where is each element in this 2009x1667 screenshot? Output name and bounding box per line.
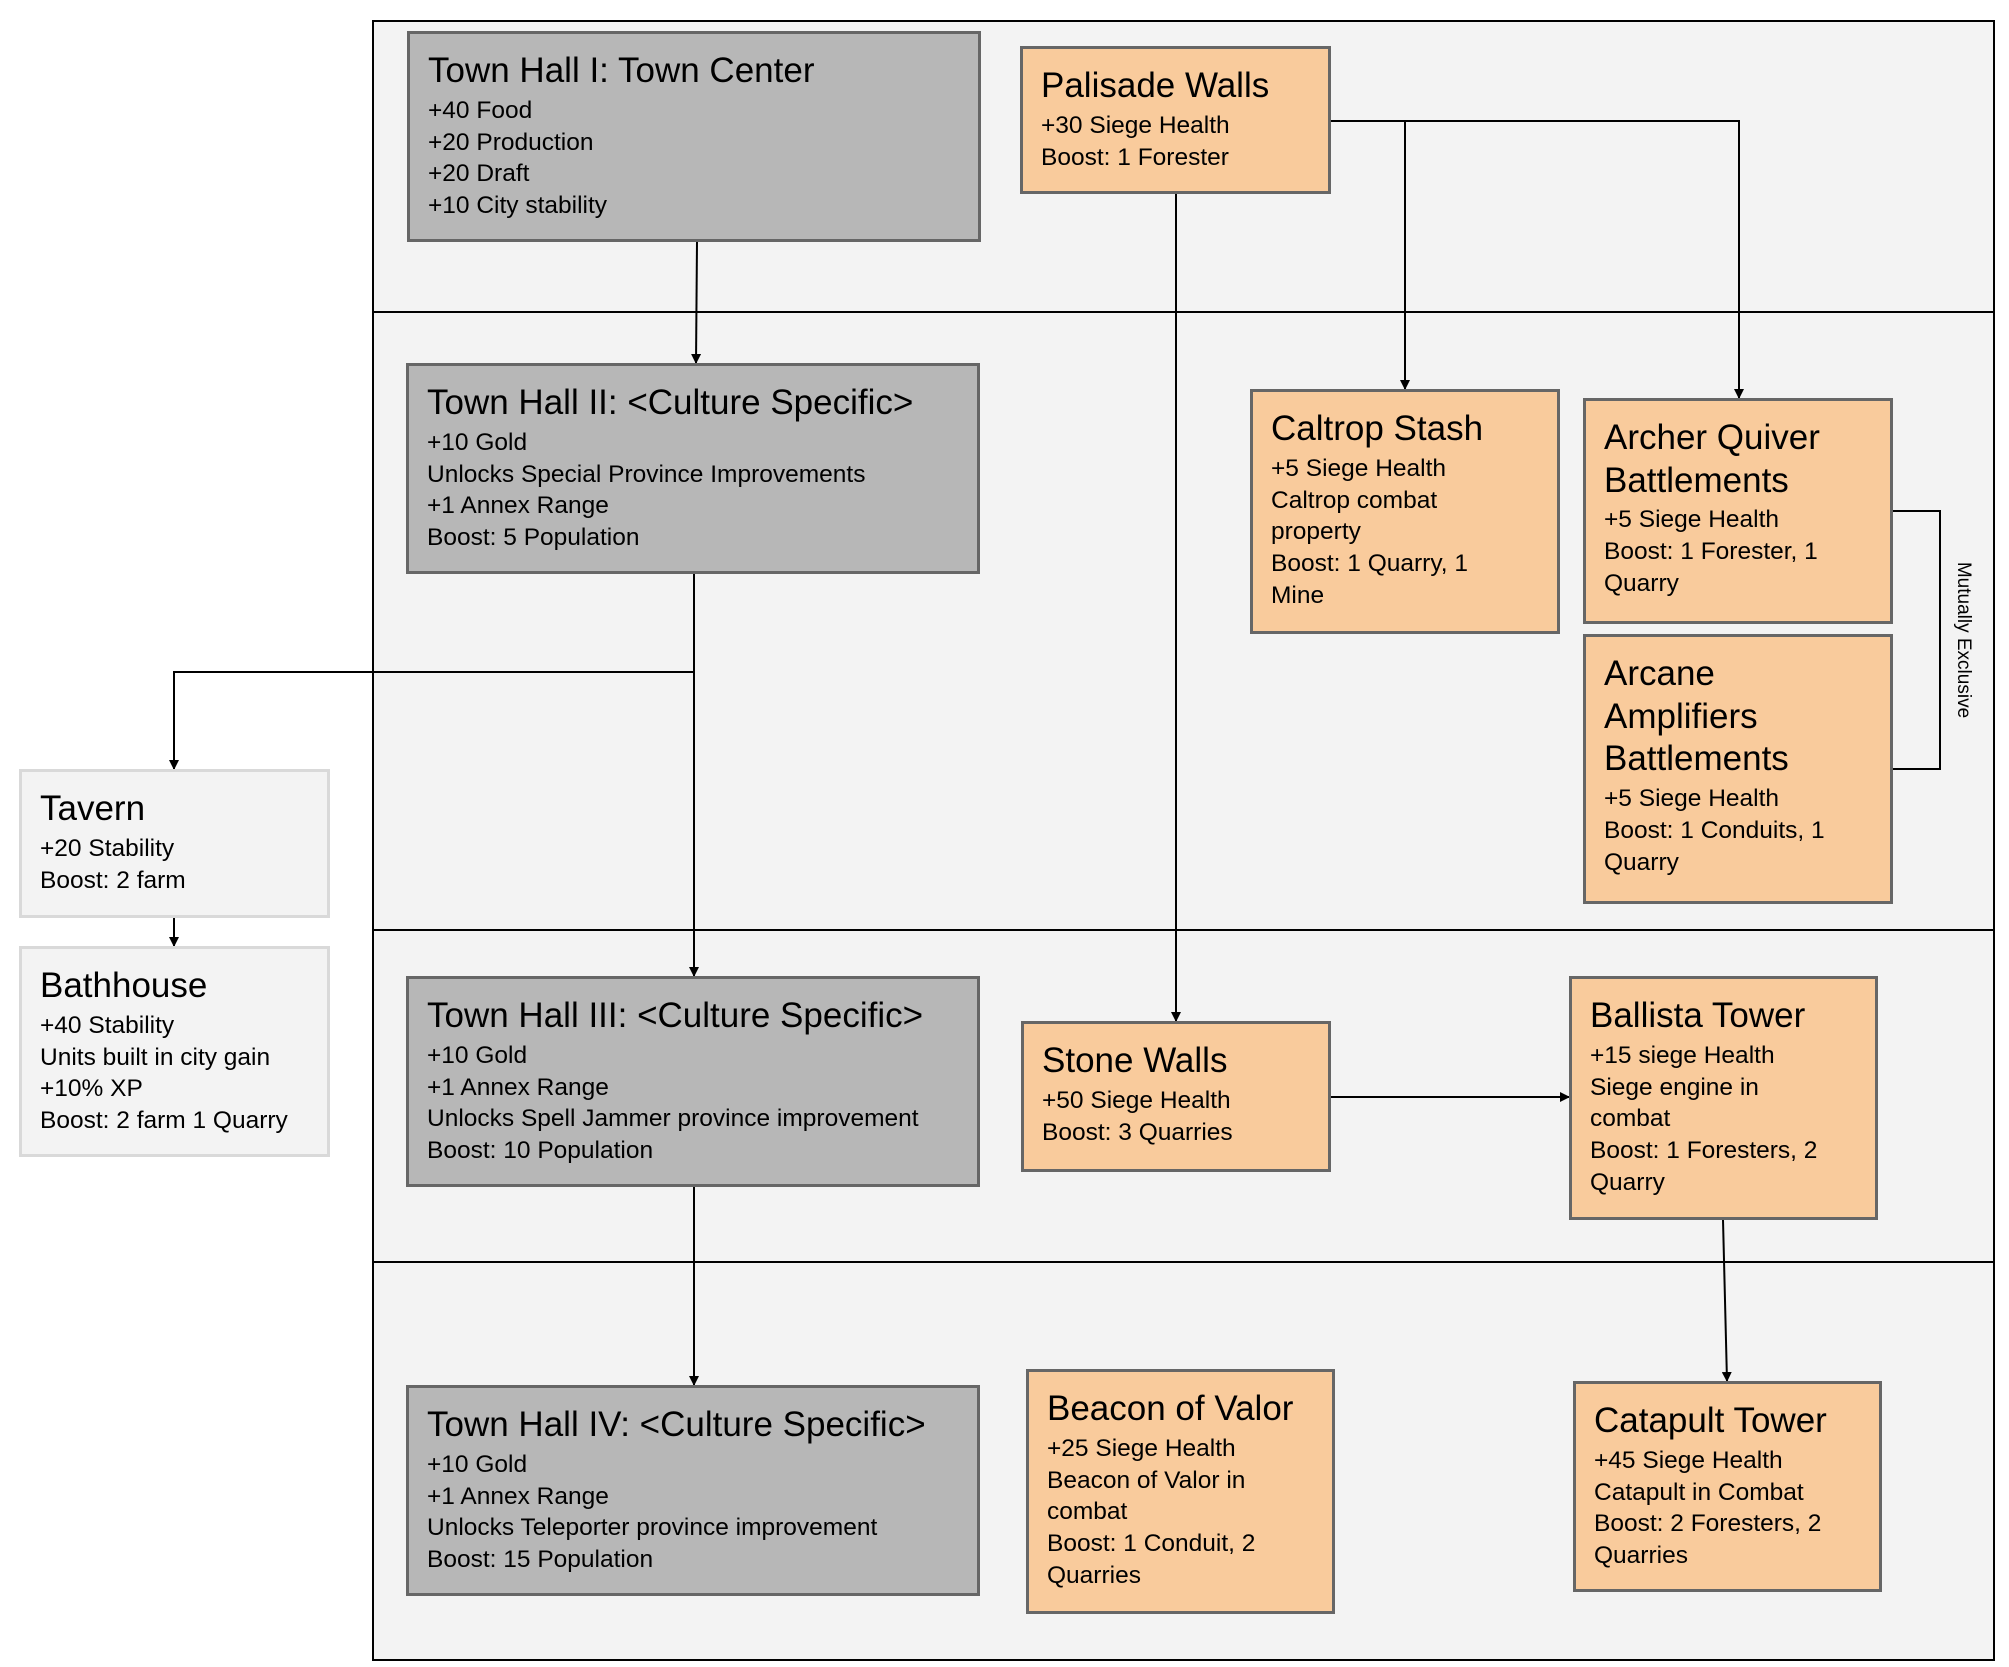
node-line: +15 siege Health	[1590, 1041, 1775, 1069]
node-title: Battlements	[1604, 739, 1789, 779]
node-line: Boost: 15 Population	[427, 1546, 654, 1574]
node-line: +50 Siege Health	[1042, 1086, 1231, 1114]
node-line: Boost: 1 Forester	[1041, 143, 1229, 171]
node-line: Boost: 2 Foresters, 2	[1594, 1510, 1822, 1538]
node-line: Mine	[1271, 582, 1325, 610]
node-town-hall-2[interactable]: Town Hall II: <Culture Specific> +10 Gol…	[406, 363, 980, 574]
node-line: Boost: 1 Foresters, 2	[1590, 1137, 1818, 1165]
mutually-exclusive-bracket	[1893, 510, 1941, 770]
node-line: Boost: 1 Forester, 1	[1604, 538, 1818, 566]
node-title: Town Hall II: <Culture Specific>	[427, 383, 914, 422]
node-line: Quarries	[1047, 1562, 1141, 1590]
node-title: Catapult Tower	[1594, 1401, 1827, 1440]
node-line: Boost: 1 Conduit, 2	[1047, 1530, 1256, 1558]
node-line: Quarries	[1594, 1542, 1688, 1570]
node-tavern[interactable]: Tavern +20 Stability Boost: 2 farm	[19, 769, 330, 918]
edge-palisade-to-caltrop-stash	[1331, 120, 1410, 390]
node-town-hall-3[interactable]: Town Hall III: <Culture Specific> +10 Go…	[406, 976, 980, 1187]
node-line: +20 Stability	[40, 834, 175, 862]
node-line: +5 Siege Health	[1604, 506, 1780, 534]
node-line: +20 Production	[428, 128, 594, 156]
node-line: +10 City stability	[428, 192, 608, 220]
node-line: +5 Siege Health	[1271, 454, 1447, 482]
edge-town-hall-1-to-town-hall-2	[691, 241, 702, 364]
node-line: +40 Stability	[40, 1011, 175, 1039]
node-line: Siege engine in	[1590, 1073, 1759, 1101]
node-line: +40 Food	[428, 96, 533, 124]
edge-palisade-to-archer-quiver	[1405, 120, 1744, 399]
node-title: Amplifiers	[1604, 696, 1758, 736]
node-palisade-walls[interactable]: Palisade Walls +30 Siege Health Boost: 1…	[1020, 46, 1331, 194]
node-line: +5 Siege Health	[1604, 785, 1780, 813]
node-title: Ballista Tower	[1590, 996, 1806, 1035]
edge-town-hall-2-to-tavern	[169, 671, 694, 770]
node-town-hall-1[interactable]: Town Hall I: Town Center +40 Food +20 Pr…	[407, 31, 981, 242]
tier-divider	[372, 311, 1995, 313]
node-line: Boost: 3 Quarries	[1042, 1118, 1233, 1146]
node-title: Town Hall IV: <Culture Specific>	[427, 1405, 926, 1444]
tier-divider	[372, 1261, 1995, 1263]
edge-ballista-to-catapult-tower	[1721, 1219, 1732, 1382]
node-line: +10 Gold	[427, 1041, 528, 1069]
node-line: Quarry	[1590, 1169, 1665, 1197]
tier-divider	[372, 929, 1995, 931]
node-title: Stone Walls	[1042, 1041, 1228, 1080]
node-line: Boost: 5 Population	[427, 524, 640, 552]
node-ballista-tower[interactable]: Ballista Tower +15 siege Health Siege en…	[1569, 976, 1878, 1220]
node-catapult-tower[interactable]: Catapult Tower +45 Siege Health Catapult…	[1573, 1381, 1882, 1592]
node-stone-walls[interactable]: Stone Walls +50 Siege Health Boost: 3 Qu…	[1021, 1021, 1331, 1172]
node-beacon-of-valor[interactable]: Beacon of Valor +25 Siege Health Beacon …	[1026, 1369, 1335, 1614]
node-line: Boost: 1 Quarry, 1	[1271, 550, 1468, 578]
node-arcane-amplifiers-battlements[interactable]: Arcane Amplifiers Battlements +5 Siege H…	[1583, 634, 1893, 904]
node-line: +1 Annex Range	[427, 1482, 609, 1510]
node-line: Units built in city gain	[40, 1043, 271, 1071]
node-line: Unlocks Spell Jammer province improvemen…	[427, 1105, 919, 1133]
node-line: property	[1271, 518, 1361, 546]
node-title: Arcane	[1604, 654, 1715, 693]
node-line: +30 Siege Health	[1041, 111, 1230, 139]
node-line: Boost: 10 Population	[427, 1137, 654, 1165]
node-title: Archer Quiver	[1604, 418, 1820, 457]
node-line: Caltrop combat	[1271, 486, 1438, 514]
node-title: Beacon of Valor	[1047, 1389, 1294, 1428]
node-title: Tavern	[40, 789, 146, 828]
node-line: combat	[1047, 1498, 1128, 1526]
node-line: Quarry	[1604, 570, 1679, 598]
node-title: Town Hall III: <Culture Specific>	[427, 996, 924, 1035]
node-title: Bathhouse	[40, 966, 208, 1005]
node-line: combat	[1590, 1105, 1671, 1133]
node-line: Beacon of Valor in	[1047, 1466, 1246, 1494]
node-line: Quarry	[1604, 848, 1679, 876]
node-archer-quiver-battlements[interactable]: Archer Quiver Battlements +5 Siege Healt…	[1583, 398, 1893, 624]
node-title: Palisade Walls	[1041, 66, 1270, 105]
node-line: +1 Annex Range	[427, 492, 609, 520]
node-line: +45 Siege Health	[1594, 1446, 1783, 1474]
node-title: Town Hall I: Town Center	[428, 51, 815, 90]
node-line: Boost: 1 Conduits, 1	[1604, 816, 1825, 844]
node-line: +20 Draft	[428, 160, 530, 188]
node-line: Unlocks Special Province Improvements	[427, 460, 866, 488]
node-bathhouse[interactable]: Bathhouse +40 Stability Units built in c…	[19, 946, 330, 1157]
node-caltrop-stash[interactable]: Caltrop Stash +5 Siege Health Caltrop co…	[1250, 389, 1560, 634]
node-line: +10% XP	[40, 1075, 143, 1103]
node-title: Caltrop Stash	[1271, 409, 1484, 448]
node-line: Boost: 2 farm 1 Quarry	[40, 1107, 288, 1135]
node-line: +25 Siege Health	[1047, 1434, 1236, 1462]
node-line: +10 Gold	[427, 1450, 528, 1478]
node-line: Boost: 2 farm	[40, 866, 186, 894]
mutually-exclusive-label: Mutually Exclusive	[1953, 561, 1974, 719]
node-title: Battlements	[1604, 460, 1789, 500]
node-line: +10 Gold	[427, 428, 528, 456]
node-town-hall-4[interactable]: Town Hall IV: <Culture Specific> +10 Gol…	[406, 1385, 980, 1596]
node-line: Catapult in Combat	[1594, 1478, 1804, 1506]
node-line: Unlocks Teleporter province improvement	[427, 1514, 878, 1542]
node-line: +1 Annex Range	[427, 1073, 609, 1101]
